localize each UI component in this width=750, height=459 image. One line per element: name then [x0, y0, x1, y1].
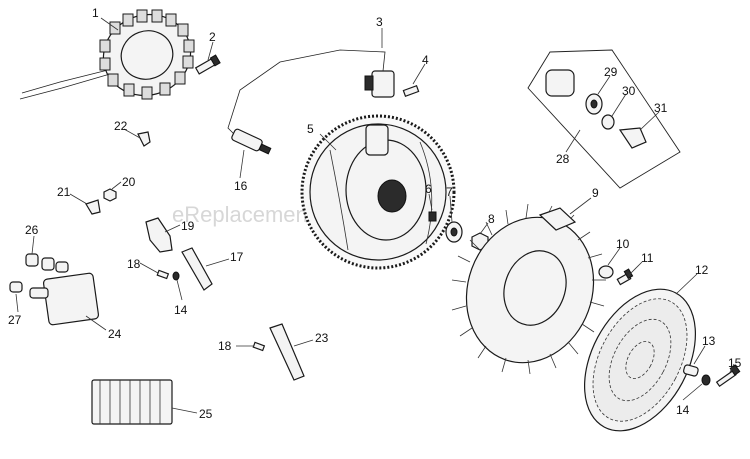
stator-part — [19, 9, 195, 100]
nut-part-20 — [103, 188, 117, 202]
bracket-part-17 — [181, 247, 213, 291]
callout-22: 22 — [114, 119, 128, 133]
callout-8: 8 — [488, 212, 495, 226]
callout-19: 19 — [181, 219, 195, 233]
callout-14a: 14 — [174, 303, 188, 317]
callout-18b: 18 — [218, 339, 232, 353]
callout-6: 6 — [425, 182, 432, 196]
regulator-part — [29, 272, 100, 326]
callout-25: 25 — [199, 407, 213, 421]
screw-part-2 — [194, 54, 221, 75]
callout-15: 15 — [728, 356, 742, 370]
flywheel-part — [300, 114, 456, 270]
clip-part-21 — [85, 199, 101, 215]
callout-24: 24 — [108, 327, 122, 341]
callout-26: 26 — [25, 223, 39, 237]
connector-part-26 — [25, 253, 69, 273]
washer-part-14 — [701, 374, 711, 386]
grass-screen-part — [583, 288, 697, 432]
callout-17: 17 — [230, 250, 244, 264]
callout-3: 3 — [376, 15, 383, 29]
callout-28: 28 — [556, 152, 570, 166]
callout-1: 1 — [92, 6, 99, 20]
heat-sink-part — [91, 379, 173, 425]
screw-part-18b — [252, 341, 266, 352]
leader-lines — [15, 17, 735, 414]
callout-23: 23 — [315, 331, 329, 345]
spacer-part-13 — [683, 364, 699, 377]
callout-9: 9 — [592, 186, 599, 200]
callout-14b: 14 — [676, 403, 690, 417]
callout-20: 20 — [122, 175, 136, 189]
callout-11: 11 — [641, 251, 654, 265]
connector-part-27 — [9, 281, 23, 293]
callout-12: 12 — [695, 263, 709, 277]
washer-part-7 — [445, 221, 463, 243]
callout-27: 27 — [8, 313, 22, 327]
spacer-part-10 — [598, 265, 614, 279]
clip-part-14a — [172, 271, 180, 281]
fan-part — [451, 203, 606, 375]
bracket-part-19 — [145, 217, 173, 253]
callout-21: 21 — [57, 185, 71, 199]
screw-part-4 — [402, 85, 420, 97]
callout-10: 10 — [616, 237, 630, 251]
screw-part-18a — [156, 269, 170, 280]
callout-29: 29 — [604, 65, 618, 79]
spark-plug-boot-part — [231, 128, 272, 155]
callout-4: 4 — [422, 53, 429, 67]
screw-part-11 — [616, 268, 634, 286]
ignition-module-part — [227, 49, 395, 137]
callout-5: 5 — [307, 122, 314, 136]
callout-2: 2 — [209, 30, 216, 44]
rectifier-assembly-part — [527, 49, 681, 189]
callout-30: 30 — [622, 84, 636, 98]
clip-part-22 — [137, 131, 151, 147]
callout-16: 16 — [234, 179, 248, 193]
callout-18a: 18 — [127, 257, 141, 271]
callout-13: 13 — [702, 334, 716, 348]
key-part — [428, 211, 437, 222]
callout-labels: 1 2 3 4 5 6 7 8 9 10 11 12 13 14 15 16 1… — [8, 6, 742, 421]
bracket-part-23 — [269, 323, 305, 381]
callout-31: 31 — [654, 101, 668, 115]
callout-7: 7 — [446, 185, 453, 199]
